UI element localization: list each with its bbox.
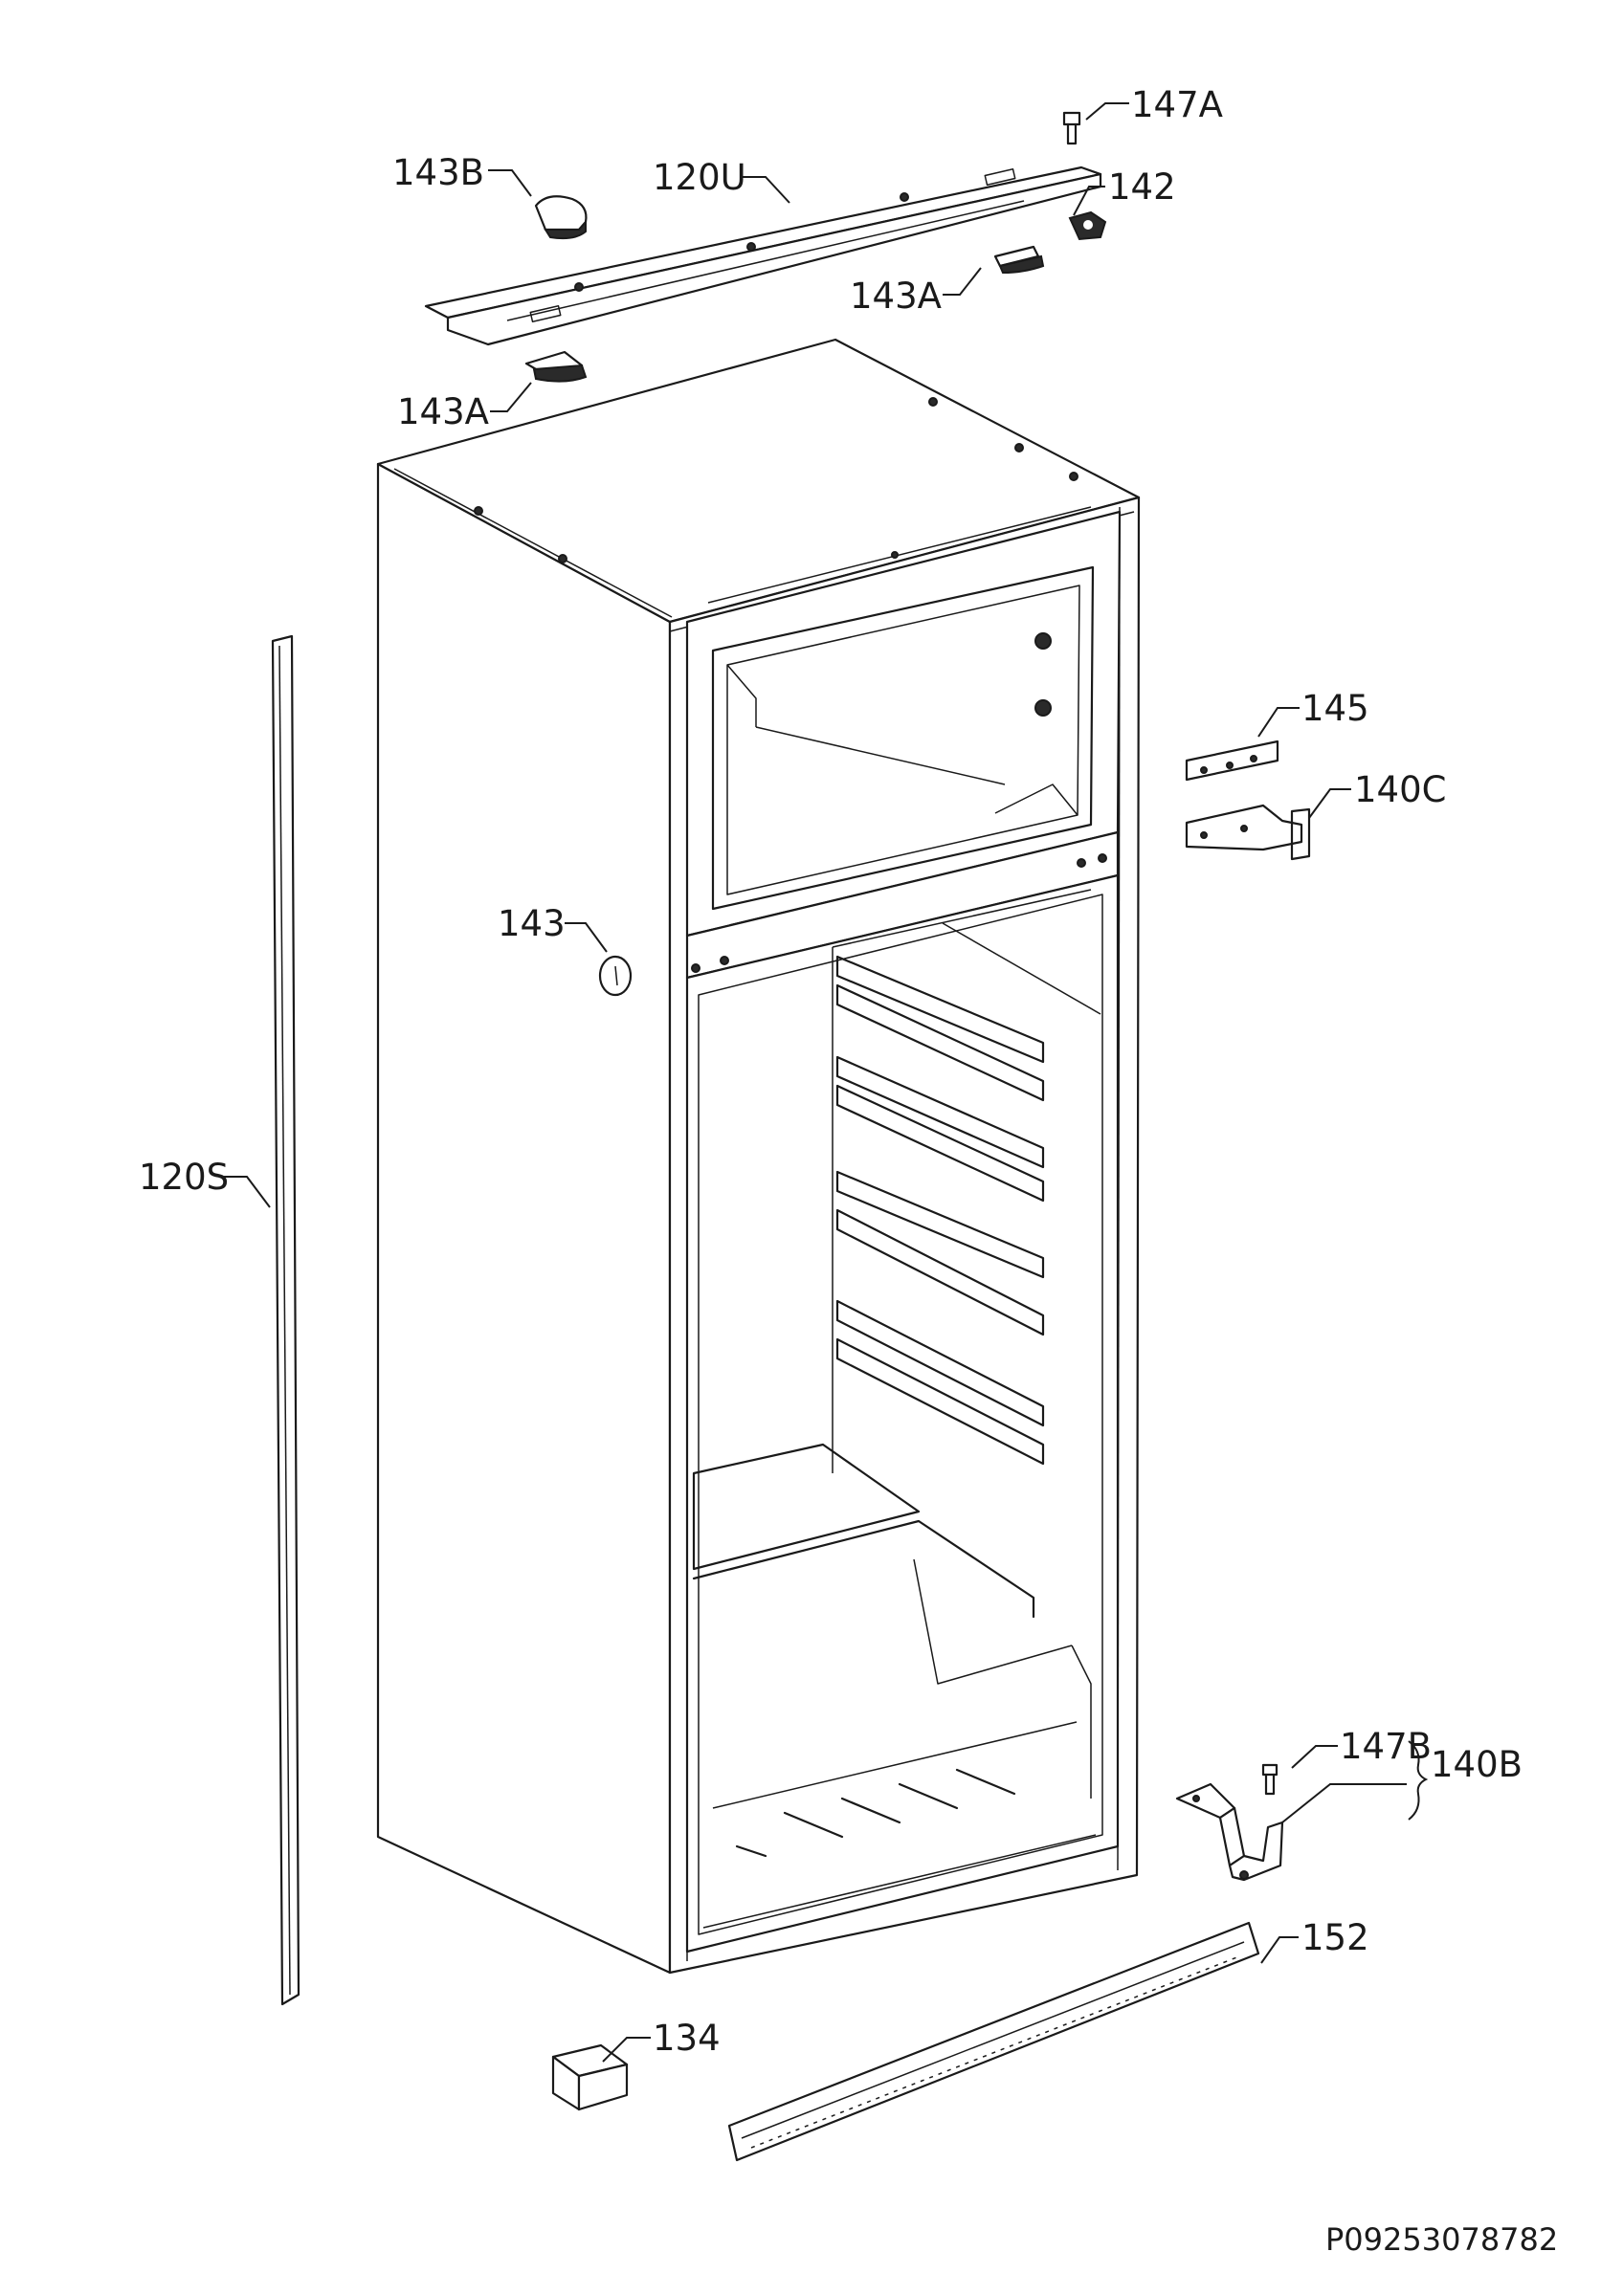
top-hinge-rail-120u	[424, 166, 1102, 346]
cover-143b	[534, 195, 588, 240]
cover-143a-upper	[993, 245, 1045, 275]
label-152: 152	[1301, 1917, 1369, 1958]
label-143b: 143B	[392, 152, 484, 193]
plug-143	[598, 955, 633, 997]
document-id: P09253078782	[1325, 2221, 1558, 2258]
block-134	[551, 2043, 629, 2111]
label-147a: 147A	[1131, 84, 1223, 125]
shelf-rails	[835, 955, 1045, 1466]
side-strip-120s	[271, 634, 300, 2006]
label-140b: 140B	[1431, 1744, 1523, 1785]
leader-lines	[223, 102, 1429, 2063]
kick-plate-152	[727, 1921, 1260, 2162]
cabinet	[376, 338, 1141, 1975]
label-142: 142	[1108, 166, 1176, 208]
screw-147a	[1062, 111, 1081, 145]
cap-142	[1068, 210, 1107, 241]
hinge-140b	[1175, 1782, 1284, 1882]
label-134: 134	[653, 2018, 721, 2059]
label-120u: 120U	[653, 157, 746, 198]
label-120s: 120S	[139, 1157, 229, 1198]
label-143a-lower: 143A	[397, 391, 489, 432]
label-145: 145	[1301, 688, 1369, 729]
label-147b: 147B	[1340, 1726, 1432, 1767]
plate-145	[1185, 740, 1279, 782]
label-143a-upper: 143A	[850, 276, 942, 317]
label-140c: 140C	[1354, 769, 1446, 810]
label-143: 143	[498, 903, 566, 944]
hinge-140c	[1185, 804, 1311, 861]
cover-143a-lower	[524, 350, 588, 383]
screw-147b	[1261, 1763, 1278, 1796]
